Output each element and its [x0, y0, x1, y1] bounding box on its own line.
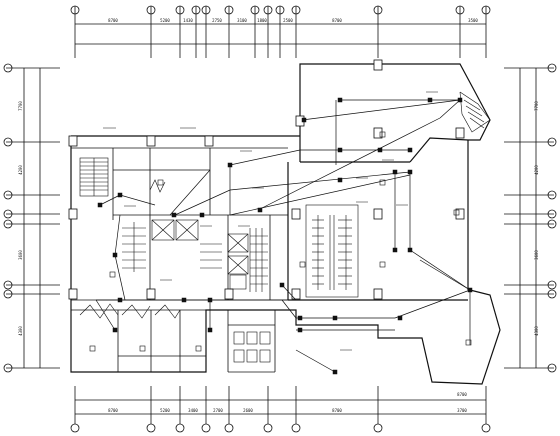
dim-top-5: 3100 — [237, 18, 247, 23]
smoke-detectors — [89, 131, 472, 352]
dim-top-2: 5200 — [160, 18, 170, 23]
left-dimension-labels: 7700 4200 3600 4300 — [18, 101, 23, 336]
dim-left-1: 7700 — [18, 101, 23, 111]
stair-left — [79, 157, 109, 197]
building-outline — [70, 63, 501, 385]
dim-left-2: 4200 — [18, 165, 23, 175]
toilet-fixtures — [233, 331, 271, 363]
dim-top-1: 8700 — [108, 18, 118, 23]
dim-right-1: 7700 — [534, 101, 539, 111]
dim-top-6: 1800 — [257, 18, 267, 23]
bottom-right-note: 8700 — [457, 392, 467, 397]
left-grid-bubbles — [3, 63, 13, 373]
dim-bottom-4: 2700 — [213, 408, 223, 413]
dim-right-4: 4300 — [534, 326, 539, 336]
top-grid-bubbles — [70, 5, 491, 15]
dim-left-4: 4300 — [18, 326, 23, 336]
dim-bottom-2: 5200 — [160, 408, 170, 413]
dim-right-2: 4200 — [534, 165, 539, 175]
dim-bottom-6: 8700 — [332, 408, 342, 413]
electrical-fixtures — [97, 97, 473, 375]
structural-columns — [68, 59, 465, 300]
top-dimension-line — [75, 23, 486, 45]
right-grid-bubbles — [547, 63, 557, 373]
bottom-grid-bubbles — [70, 423, 491, 433]
zigzag-partitions — [79, 179, 181, 319]
dim-top-9: 3500 — [468, 18, 478, 23]
dim-bottom-1: 8700 — [108, 408, 118, 413]
top-dimension-labels: 8700 5200 1430 2750 3100 1800 2500 8700 … — [108, 18, 478, 23]
electrical-wiring — [95, 99, 471, 373]
dim-top-3: 1430 — [183, 18, 193, 23]
annotation-marks — [103, 91, 452, 351]
dim-bottom-5: 2600 — [243, 408, 253, 413]
dim-top-8: 8700 — [332, 18, 342, 23]
right-dimension-labels: 7700 4200 3600 4300 — [534, 101, 539, 336]
bottom-dimension-line — [74, 386, 487, 424]
top-grid-ticks — [74, 6, 487, 58]
stair-right — [459, 91, 491, 133]
dim-top-7: 2500 — [283, 18, 293, 23]
elevator-core — [122, 219, 268, 292]
bottom-dimension-labels: 8700 5200 3400 2700 2600 8700 3700 — [108, 408, 467, 413]
left-dimension-line — [6, 67, 60, 369]
dim-bottom-3: 3400 — [188, 408, 198, 413]
dim-left-3: 3600 — [18, 250, 23, 260]
escalator — [305, 204, 359, 298]
dim-top-4: 2750 — [212, 18, 222, 23]
dim-bottom-7: 3700 — [457, 408, 467, 413]
right-dimension-line — [504, 67, 554, 369]
dim-right-3: 3600 — [534, 250, 539, 260]
